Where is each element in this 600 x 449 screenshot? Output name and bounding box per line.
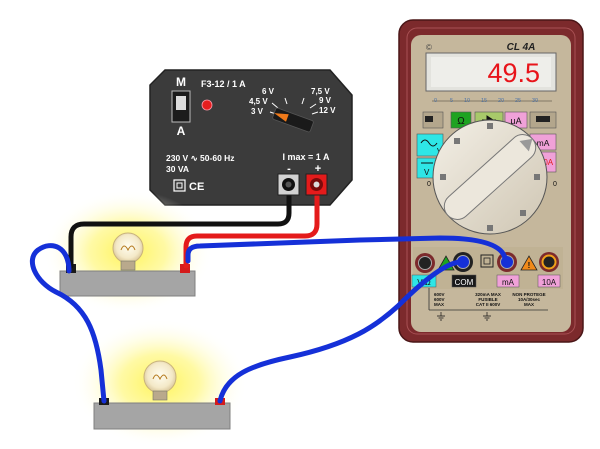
range-10a-label: 10A	[539, 158, 554, 167]
off-right-label: 0	[553, 181, 557, 188]
svg-text:!: !	[528, 261, 531, 270]
jack-10a[interactable]	[539, 252, 559, 272]
lamp-bottom	[93, 360, 231, 430]
scale-tick-10: 10	[464, 98, 470, 104]
jack-10a-label: 10A	[542, 278, 557, 287]
voltage-6v: 6 V	[262, 87, 275, 96]
plus-label: +	[315, 163, 321, 175]
continuity-icon	[425, 116, 433, 122]
lamp-top-base	[59, 270, 196, 297]
scale-tick-25: 25	[515, 98, 521, 104]
range-ohm-label: Ω	[457, 116, 465, 127]
spec-mid-2: FUSIBLE	[478, 297, 497, 302]
jack-v-ohm[interactable]	[415, 253, 435, 273]
ground-icon-mid	[483, 312, 491, 321]
jack-com[interactable]	[453, 252, 473, 272]
rating-line-2: 30 VA	[166, 164, 189, 174]
double-square-icon	[480, 254, 494, 268]
spec-notes: 600V 600V MAX 320mA MAX FUSIBLE CAT II 6…	[428, 288, 548, 321]
ce-mark: CE	[189, 181, 204, 193]
ac-wave-icon	[420, 139, 438, 147]
voltage-4-5v: 4,5 V	[249, 97, 268, 106]
power-led	[201, 99, 213, 111]
double-insulation-icon	[173, 179, 186, 192]
spec-right-2: 10A/30sec	[518, 297, 541, 302]
minus-label: -	[287, 163, 291, 175]
meter-model: CL 4A	[507, 42, 536, 53]
psu-terminal-positive[interactable]	[305, 173, 328, 196]
spec-right-3: MAX	[524, 302, 534, 307]
voltage-7-5v: 7,5 V	[311, 87, 330, 96]
spec-right-1: NON PROTEGE	[512, 292, 545, 297]
spec-left-1: 600V	[434, 292, 445, 297]
scale-tick-20: 20	[498, 98, 504, 104]
spec-left-3: MAX	[434, 302, 444, 307]
model-label: F3-12 / 1 A	[201, 79, 246, 89]
mode-switch-lever	[176, 96, 186, 110]
off-left-label: 0	[427, 181, 431, 188]
wire-blue-lamp-top-to-lamp-bottom[interactable]	[30, 243, 107, 404]
rotary-pointer	[443, 134, 537, 220]
wire-red-psu-to-lamp-top[interactable]	[183, 185, 320, 269]
range-v-dc-label: V	[424, 168, 430, 177]
voltage-12v: 12 V	[319, 106, 336, 115]
scale-tick-5: 5	[450, 98, 453, 104]
spec-mid-1: 320mA MAX	[475, 292, 501, 297]
mode-label-a: A	[177, 124, 186, 138]
lcd-screen	[431, 57, 551, 87]
spec-left-2: 600V	[434, 297, 445, 302]
jack-ma[interactable]	[497, 252, 517, 272]
multimeter: © CL 4A 49.5 0 5 10 15 20 25 30 Ω μA V V…	[398, 19, 584, 343]
rating-line-1: 230 V ∿ 50-60 Hz	[166, 153, 235, 163]
lcd-reading: 49.5	[487, 58, 540, 88]
hfe-icon	[536, 116, 550, 122]
voltage-knob[interactable]	[272, 107, 314, 133]
scale-tick-0: 0	[434, 98, 437, 104]
scale-tick-30: 30	[532, 98, 538, 104]
power-supply: M A F3-12 / 1 A 3 V 4,5 V 6 V 7,5 V 9 V …	[149, 69, 353, 206]
wires	[30, 185, 508, 404]
spec-mid-3: CAT II 600V	[476, 302, 500, 307]
wire-blue-lamp-bottom-to-com-jack[interactable]	[217, 259, 463, 404]
imax-label: I max = 1 A	[283, 152, 330, 162]
wire-black-psu-to-lamp-top[interactable]	[68, 185, 292, 269]
jack-com-label: COM	[455, 278, 474, 287]
lamp-top	[59, 232, 196, 297]
jack-ma-label: mA	[502, 278, 515, 287]
scale-tick-15: 15	[481, 98, 487, 104]
warning-10a-icon	[520, 255, 538, 271]
range-ma-label: mA	[537, 138, 550, 148]
brand-icon: ©	[426, 43, 432, 52]
wire-blue-lamp-top-to-ma-jack[interactable]	[185, 235, 508, 264]
lamp-top-terminal-right[interactable]	[180, 264, 190, 273]
range-ua-label: μA	[510, 116, 521, 126]
voltage-3v: 3 V	[251, 107, 264, 116]
voltage-9v: 9 V	[319, 96, 332, 105]
lamp-bottom-base	[93, 402, 231, 430]
ground-icon-left	[437, 312, 445, 321]
mode-label-m: M	[176, 75, 186, 89]
rotary-selector-knob[interactable]	[432, 119, 548, 235]
psu-terminal-negative[interactable]	[277, 173, 300, 196]
